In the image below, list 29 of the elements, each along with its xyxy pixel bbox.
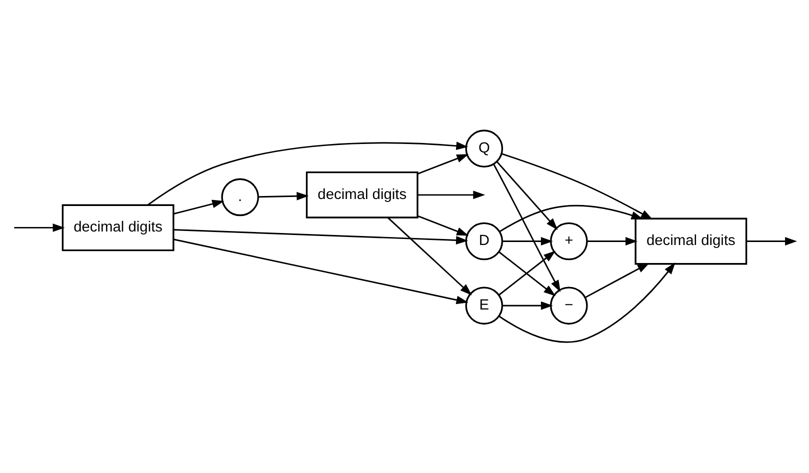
arrow [258,192,309,200]
node-circle: Q [465,130,504,168]
arrow [498,262,676,343]
node-box: decimal digits [634,218,748,265]
node-circle: + [550,222,588,260]
arrow [502,301,553,310]
arrow [584,262,650,298]
arrow [173,200,224,215]
arrow [14,223,65,232]
arrow [174,238,468,304]
arrow [492,164,560,292]
node-circle: − [550,286,588,325]
arrow [174,228,468,244]
arrow [746,237,798,246]
arrow [496,161,558,230]
node-circle: D [465,222,504,260]
arrow [387,217,472,296]
node-box: decimal digits [306,171,418,218]
node-circle: . [221,178,260,216]
arrow [417,215,469,236]
arrow [499,204,644,232]
arrow [587,237,638,246]
node-box: decimal digits [62,204,174,252]
arrow [418,190,486,200]
arrow [502,153,653,220]
arrow [148,142,468,206]
arrow [417,154,469,175]
node-circle: E [465,286,504,325]
arrow [502,237,553,246]
